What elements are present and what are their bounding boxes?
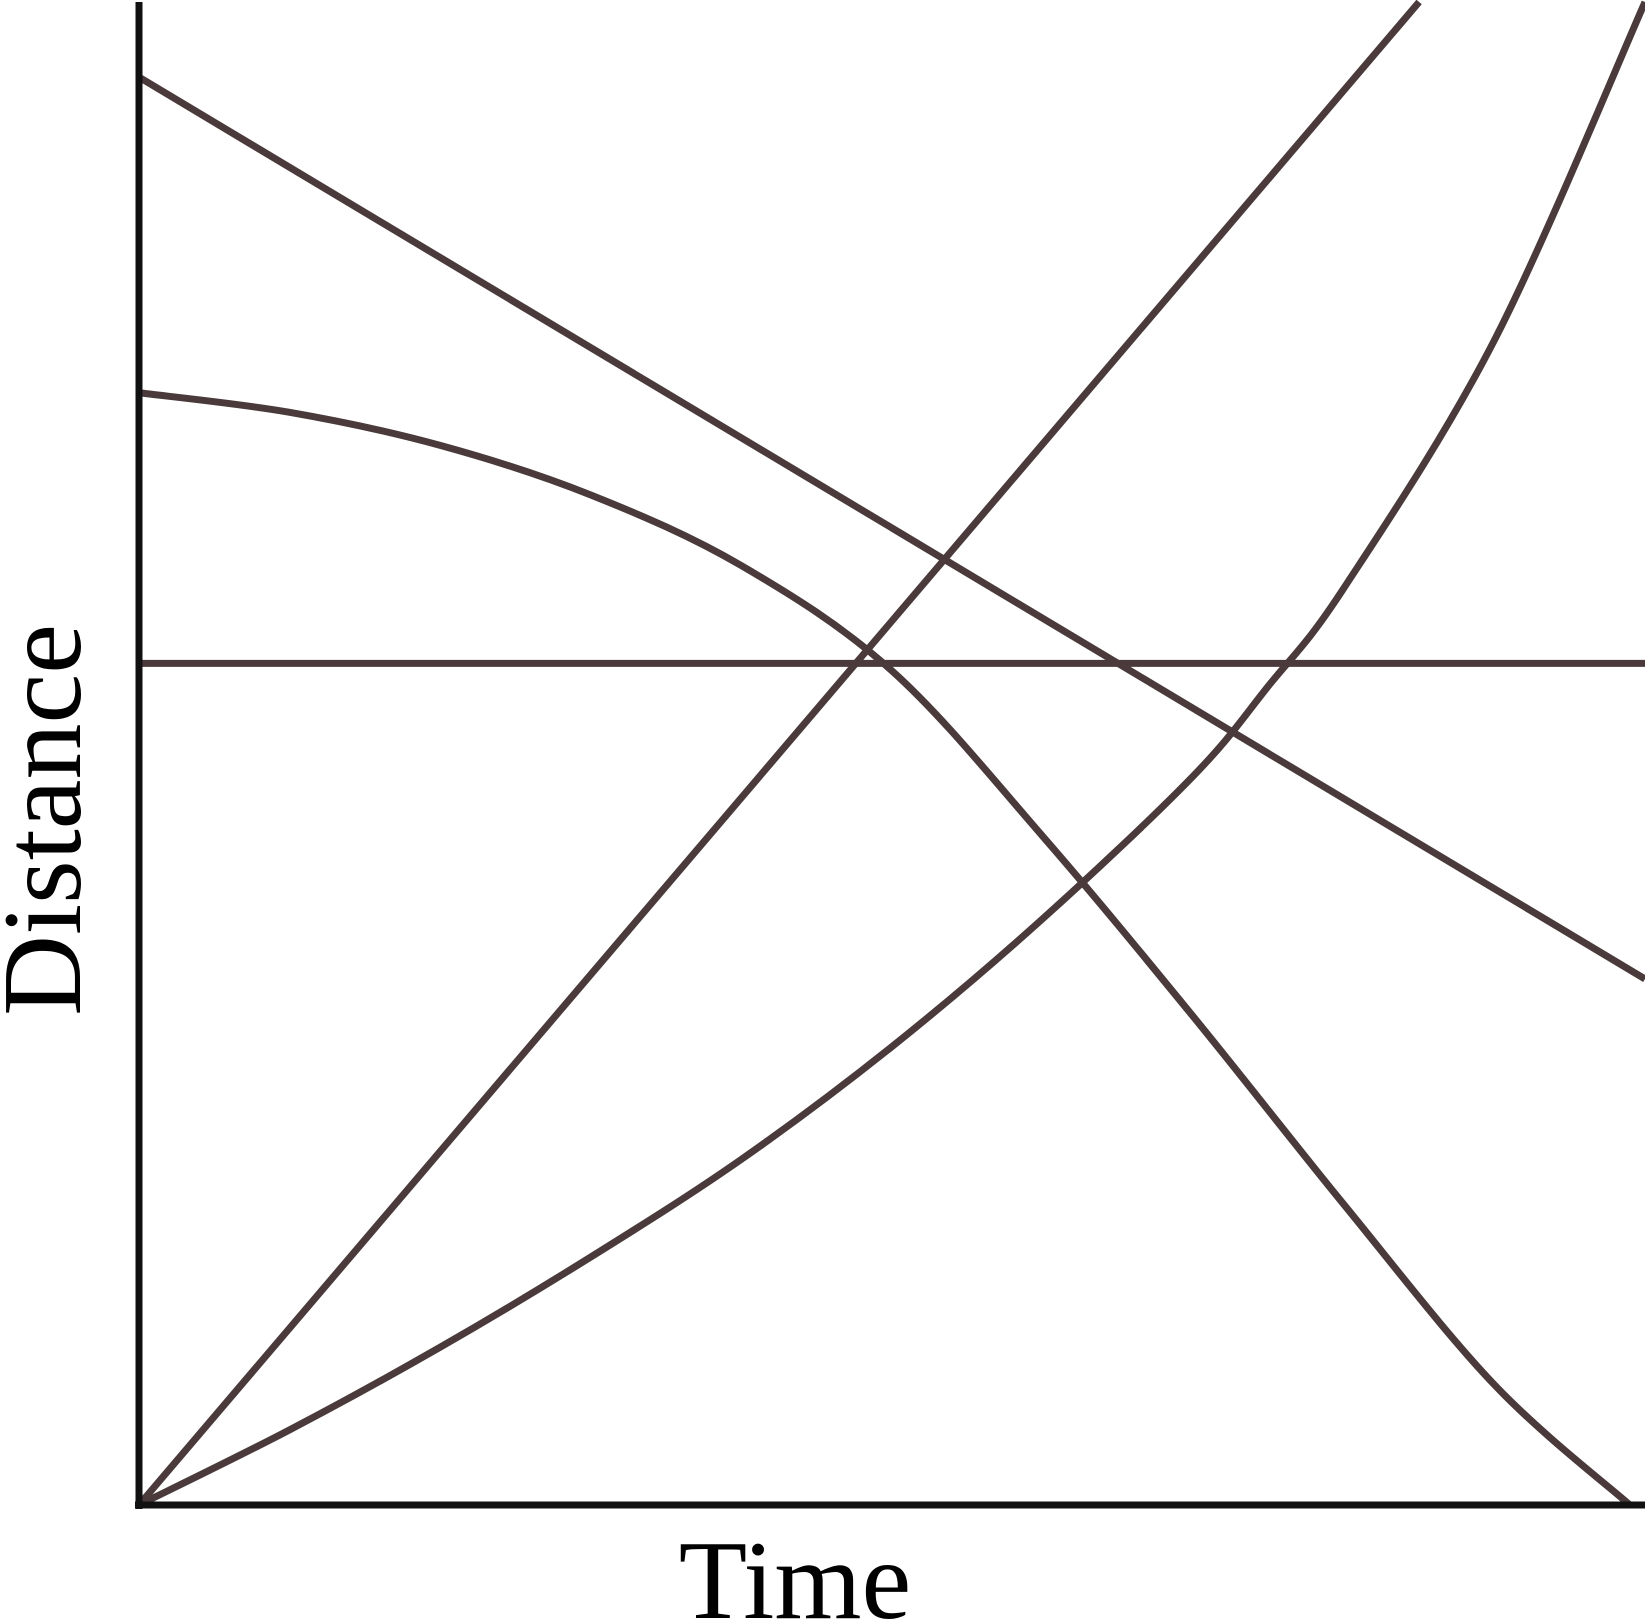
series-line-2 [137,74,1645,982]
series-layer [136,0,1645,1509]
series-line-4 [138,389,1633,1508]
x-axis-label: Time [679,1519,911,1624]
series-line-1 [136,0,1422,1508]
series-line-5 [137,0,1645,1509]
y-axis-label: Distance [0,624,105,1016]
